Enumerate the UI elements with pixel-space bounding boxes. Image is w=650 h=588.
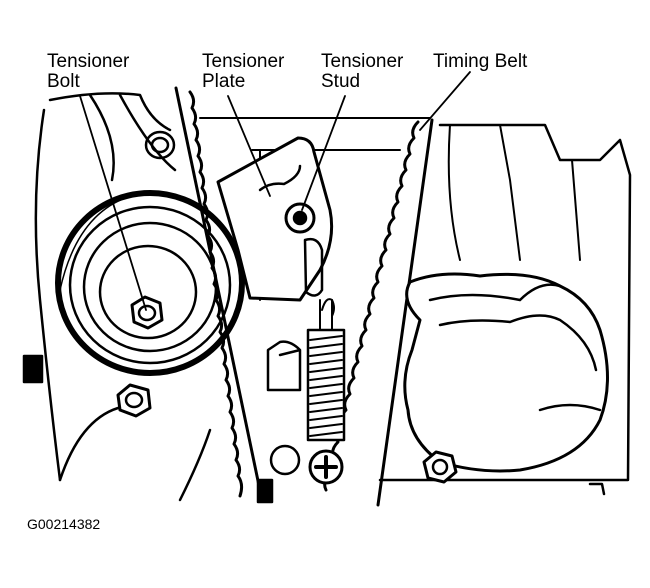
right-engine-block: [378, 123, 632, 482]
label-tensioner-stud-line1: Tensioner: [321, 51, 404, 72]
spring-bracket: [266, 340, 302, 392]
tensioner-spring: [306, 298, 346, 442]
spring-anchor-screw: [308, 449, 344, 485]
lower-right-tab: [588, 482, 606, 496]
leader-timing-belt: [419, 71, 471, 131]
engine-boss-inner: [150, 136, 170, 154]
leader-tensioner-plate: [227, 95, 271, 197]
tensioner-pulley: [55, 190, 245, 376]
label-timing-belt: Timing Belt: [433, 51, 528, 72]
label-tensioner-bolt-line2: Bolt: [47, 71, 80, 92]
engine-boss: [144, 130, 176, 160]
label-tensioner-plate-line1: Tensioner: [202, 51, 285, 72]
label-tensioner-plate: Tensioner Plate: [202, 52, 284, 92]
label-tensioner-stud-line2: Stud: [321, 71, 361, 92]
engine-block-outline: [34, 92, 172, 482]
leader-tensioner-stud: [301, 95, 346, 211]
tensioner-plate-slot: [303, 237, 324, 297]
label-tensioner-bolt: Tensioner Bolt: [47, 52, 129, 92]
lower-plug: [256, 478, 274, 504]
engine-block-contour: [88, 93, 177, 182]
lower-bolt: [116, 383, 152, 418]
tensioner-bolt-head: [130, 295, 164, 330]
hand-fingers: [428, 283, 602, 412]
lower-right-bolt: [422, 450, 458, 484]
cover-outline: [199, 117, 431, 301]
timing-belt-left-teeth: [188, 90, 244, 498]
engine-lower-curve: [58, 406, 212, 502]
label-tensioner-bolt-line1: Tensioner: [47, 51, 130, 72]
lower-boss: [269, 444, 301, 476]
leader-tensioner-bolt: [79, 95, 147, 311]
tensioner-plate: [216, 136, 334, 302]
left-clip: [22, 354, 44, 384]
hand: [403, 272, 609, 473]
label-tensioner-plate-line2: Plate: [202, 71, 246, 92]
label-tensioner-stud: Tensioner Stud: [321, 52, 403, 92]
right-engine-detail: [447, 124, 581, 261]
tensioner-stud: [284, 202, 316, 234]
timing-belt-right-run: [376, 118, 434, 507]
figure-id: G00214382: [27, 516, 101, 532]
